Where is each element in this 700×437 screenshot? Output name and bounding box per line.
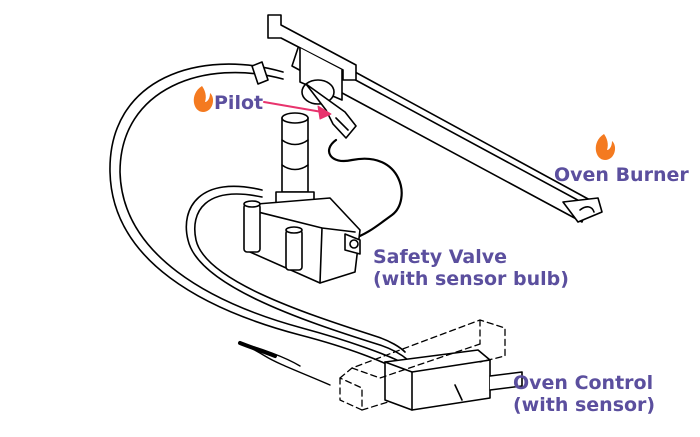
safety-valve-label-line2: (with sensor bulb) (373, 268, 569, 290)
oven-control-label-line2: (with sensor) (513, 394, 656, 416)
valve-to-control-tube-inner (194, 193, 406, 353)
oven-burner-label: Oven Burner (554, 164, 689, 186)
oven-control-shaft-end (454, 384, 463, 401)
oven-control-label: Oven Control (with sensor) (513, 372, 655, 416)
sensor-column-top (281, 112, 309, 124)
safety-valve-fitting (349, 239, 359, 249)
pilot-hood-slot (335, 117, 349, 131)
pilot-gas-tube (109, 63, 403, 373)
pilot-pointer-line (263, 101, 323, 113)
oven-burner-tube (291, 41, 591, 223)
oven-control-dashed-outline (339, 319, 506, 411)
safety-valve-post-right (285, 229, 303, 271)
safety-valve-post-left (243, 203, 261, 253)
oven-control-shaft (489, 371, 523, 391)
pilot-label: Pilot (214, 92, 264, 114)
sensor-column-ring2 (281, 164, 309, 171)
sensor-column-ring1 (281, 139, 309, 146)
safety-valve-front (319, 227, 323, 284)
oven-control-label-line1: Oven Control (513, 372, 654, 394)
oven-burner-end (562, 197, 603, 223)
pilot-tube-cap (251, 61, 269, 85)
safety-valve-label-line1: Safety Valve (373, 246, 508, 268)
sensor-column (281, 117, 309, 193)
valve-to-control-tube (185, 185, 409, 361)
burner-bracket (267, 14, 357, 81)
safety-valve-label: Safety Valve (with sensor bulb) (373, 246, 569, 290)
pilot-pointer-head (317, 105, 332, 120)
sensor-capillary-tip (238, 341, 277, 358)
flame-icon (193, 86, 214, 112)
pilot-gas-tube-inner (119, 71, 406, 365)
flame-icon (595, 134, 616, 160)
safety-valve-post-left-top (243, 200, 261, 208)
oven-burner-end-notch (579, 206, 595, 213)
safety-valve-post-right-top (285, 226, 303, 234)
sensor-wire (328, 138, 403, 242)
